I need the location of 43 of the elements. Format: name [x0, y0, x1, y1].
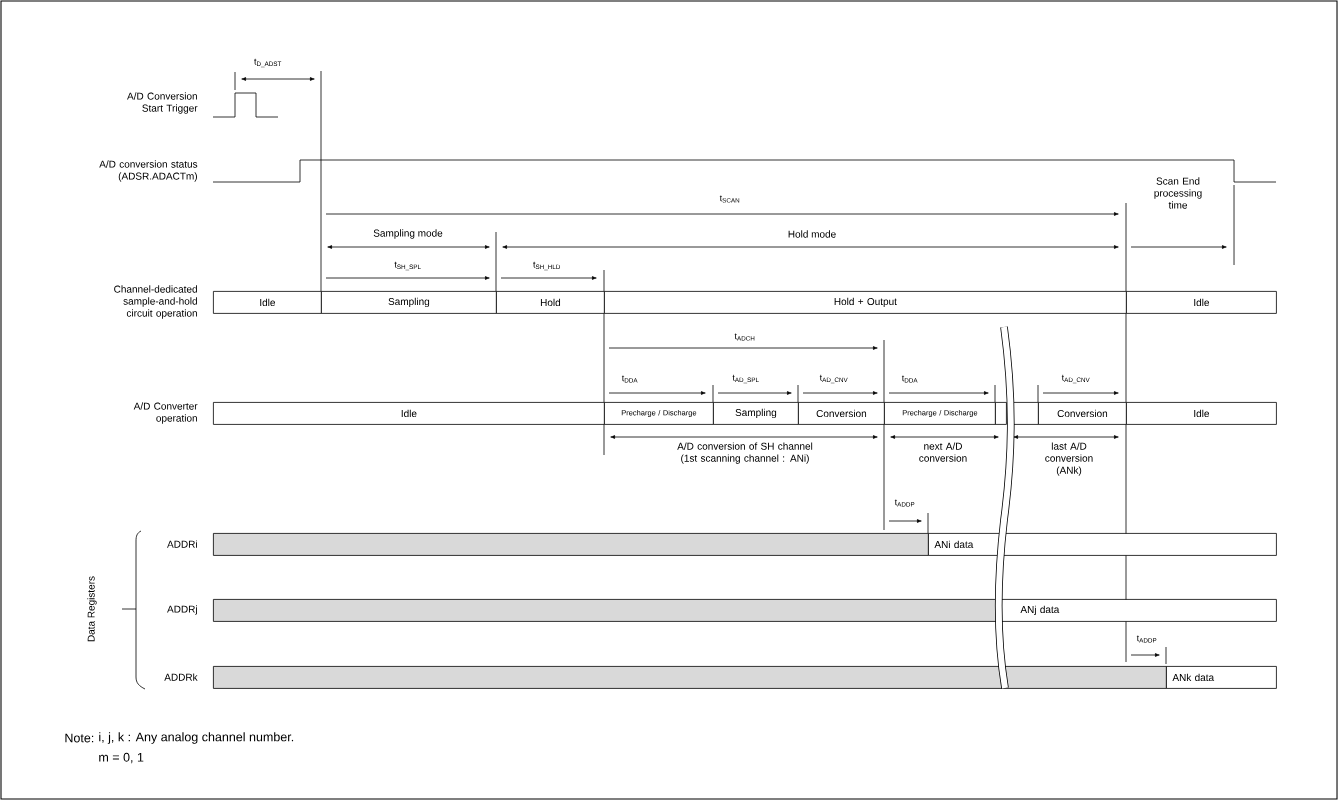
mode-label: Hold mode — [788, 230, 836, 238]
timing-cell: Idle — [1126, 291, 1277, 314]
phase-label: next A/D conversion — [919, 442, 967, 462]
timing-label: t$_{SH_HLD}$ — [533, 261, 561, 271]
mode-label: Sampling mode — [373, 229, 443, 239]
register-label: ADDRj — [167, 605, 197, 615]
register-bar — [213, 533, 929, 556]
register-label: ADDRi — [167, 540, 197, 548]
phase-label: last A/D conversion (ANk) — [1045, 442, 1093, 476]
timing-cell: Sampling — [321, 291, 497, 314]
timing-label: t$_{SCAN}$ — [719, 195, 740, 203]
timing-cell — [1012, 402, 1039, 425]
timing-label: t$_{DDA}$ — [621, 375, 638, 383]
timing-cell — [995, 402, 1007, 425]
timing-cell: Idle — [213, 291, 322, 314]
timing-cell: ANk data — [1166, 666, 1277, 689]
signal-label: Channel-dedicated sample-and-hold circuit operation — [114, 285, 197, 319]
timing-label: t$_{AD_CNV}$ — [819, 374, 848, 384]
timing-label: t$_{ADDP}$ — [894, 499, 915, 507]
note-text: Note: — [65, 733, 94, 743]
timing-label: Scan End processing time — [1154, 177, 1202, 209]
timing-cell: ANi data — [928, 533, 1277, 556]
timing-cell: Sampling — [713, 402, 799, 425]
timing-label: t$_{AD_SPL}$ — [732, 374, 759, 384]
timing-cell: ANj data — [998, 599, 1277, 622]
timing-cell: Idle — [1126, 402, 1277, 425]
signal-label: A/D Converter operation — [133, 402, 198, 424]
group-label: Data Registers — [87, 576, 97, 642]
phase-label: A/D conversion of SH channel (1st scanning channel : ANi) — [677, 442, 813, 464]
timing-label: t$_{SH_SPL}$ — [394, 261, 421, 271]
timing-label: t$_{ADCH}$ — [734, 333, 755, 341]
note-text: m = 0, 1 — [99, 752, 144, 764]
signal-label: A/D conversion status (ADSR.ADACTm) — [99, 160, 198, 182]
timing-label: t$_{ADDP}$ — [1136, 635, 1157, 643]
timing-label: t$_{AD_CNV}$ — [1061, 374, 1090, 384]
note-text: i, j, k : Any analog channel number. — [99, 732, 294, 744]
register-bar — [213, 666, 1167, 689]
signal-label: A/D Conversion Start Trigger — [127, 92, 198, 114]
timing-cell: Hold — [496, 291, 605, 314]
timing-label: t$_{D_ADST}$ — [254, 58, 282, 68]
timing-cell: Conversion — [798, 402, 885, 425]
timing-label: t$_{DDA}$ — [901, 375, 918, 383]
register-label: ADDRk — [164, 673, 198, 681]
